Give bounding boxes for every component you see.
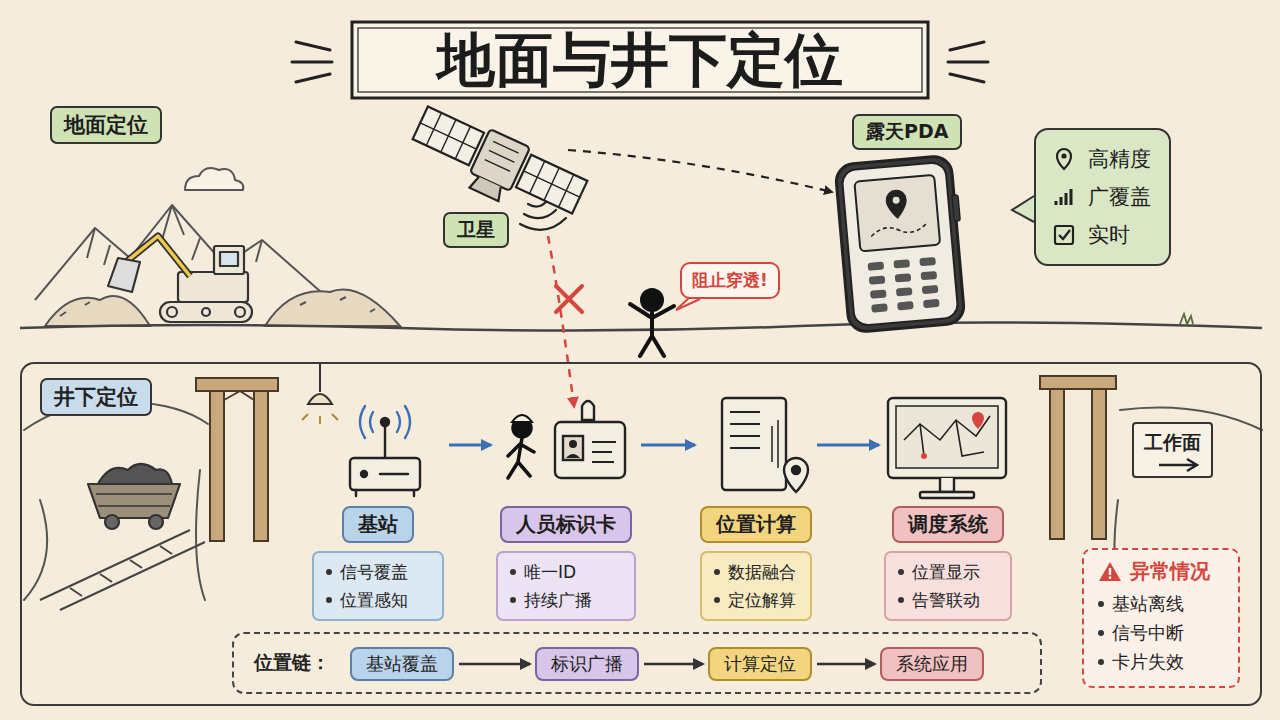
bullet-box: 信号覆盖位置感知: [312, 551, 444, 621]
sign-text: 工作面: [1144, 430, 1201, 456]
chain-pill: 基站覆盖: [350, 647, 454, 681]
bullet-row: 信号中断: [1098, 618, 1224, 647]
chain-label: 位置链：: [254, 650, 330, 676]
label-tag: 露天PDA: [852, 114, 962, 150]
bullet-text: 信号覆盖: [340, 558, 408, 586]
flow-arrow: [449, 444, 491, 447]
bullet-text: 唯一ID: [524, 558, 576, 586]
bullet-box: 数据融合定位解算: [700, 551, 812, 621]
pin-dot: [1061, 153, 1066, 158]
warn-icon: [1098, 560, 1122, 584]
callout-text: 广覆盖: [1088, 178, 1151, 216]
bullet-dot: [1098, 659, 1104, 665]
arrow-shape: [1159, 459, 1197, 471]
bullet-text: 位置感知: [340, 586, 408, 614]
bullet-row: 数据融合: [714, 558, 798, 586]
bullet-row: 唯一ID: [510, 558, 622, 586]
alert-heading-row: 异常情况: [1098, 558, 1224, 585]
bullet-text: 定位解算: [728, 586, 796, 614]
process-column: 调度系统位置显示告警联动: [884, 400, 1012, 621]
bullet-dot: [714, 597, 720, 603]
pill-text: 系统应用: [896, 653, 968, 674]
alert-heading: 异常情况: [1130, 558, 1210, 585]
pin-icon: [1052, 147, 1076, 171]
direction-sign: 工作面: [1132, 422, 1213, 478]
chain-pill: 标识广播: [535, 647, 639, 681]
process-column: 位置计算数据融合定位解算: [700, 400, 812, 621]
column-heading: 基站: [342, 506, 414, 543]
bars-icon: [1052, 185, 1076, 209]
chain-pill: 系统应用: [880, 647, 984, 681]
diagram-title: 地面与井下定位: [0, 24, 1280, 96]
panel-heading: 井下定位: [40, 378, 152, 416]
bullet-row: 定位解算: [714, 586, 798, 614]
alert-box: 异常情况基站离线信号中断卡片失效: [1082, 548, 1240, 688]
warn-triangle: [1099, 562, 1121, 581]
bullet-dot: [898, 597, 904, 603]
chain-box: 位置链： 基站覆盖 标识广播 计算定位 系统应用: [232, 632, 1042, 694]
column-heading: 调度系统: [892, 506, 1004, 543]
bullet-dot: [714, 569, 720, 575]
tag-text: 卫星: [457, 218, 495, 240]
callout-row: 实时: [1052, 216, 1151, 254]
callout-row: 广覆盖: [1052, 178, 1151, 216]
callout-text: 实时: [1088, 216, 1130, 254]
bullet-row: 卡片失效: [1098, 647, 1224, 676]
check-icon: [1052, 223, 1076, 247]
bullet-row: 信号覆盖: [326, 558, 430, 586]
bullet-text: 基站离线: [1112, 589, 1184, 618]
check-box: [1055, 226, 1073, 244]
bullet-dot: [326, 597, 332, 603]
bullet-text: 告警联动: [912, 586, 980, 614]
label-tag: 卫星: [443, 212, 509, 248]
flow-arrow: [817, 663, 875, 665]
bullet-text: 位置显示: [912, 558, 980, 586]
bullet-row: 位置感知: [326, 586, 430, 614]
bullet-row: 基站离线: [1098, 589, 1224, 618]
tag-text: 地面定位: [64, 113, 148, 137]
callout-text: 高精度: [1088, 140, 1151, 178]
pill-text: 基站覆盖: [366, 653, 438, 674]
bullet-dot: [898, 569, 904, 575]
pin-shape: [1057, 149, 1071, 169]
bullet-box: 位置显示告警联动: [884, 551, 1012, 621]
bullet-text: 信号中断: [1112, 618, 1184, 647]
flow-arrow: [817, 444, 879, 447]
warn-bar: [1109, 568, 1111, 575]
bullet-text: 持续广播: [524, 586, 592, 614]
bullet-dot: [326, 569, 332, 575]
flow-arrow: [459, 663, 530, 665]
process-column: 基站信号覆盖位置感知: [312, 400, 444, 621]
flow-arrow: [644, 663, 703, 665]
pill-text: 标识广播: [551, 653, 623, 674]
column-heading: 位置计算: [700, 506, 812, 543]
bullet-dot: [1098, 601, 1104, 607]
bubble-text: 阻止穿透!: [692, 270, 768, 290]
check-mark: [1059, 230, 1070, 239]
process-column: 人员标识卡唯一ID持续广播: [496, 400, 636, 621]
chain-pill: 计算定位: [708, 647, 812, 681]
bullet-box: 唯一ID持续广播: [496, 551, 636, 621]
bars-shape: [1056, 189, 1071, 205]
flow-arrow: [641, 444, 695, 447]
bullet-dot: [510, 597, 516, 603]
bullet-dot: [1098, 630, 1104, 636]
feature-callout: 高精度广覆盖实时: [1034, 128, 1171, 266]
label-tag: 地面定位: [50, 106, 162, 144]
bullet-row: 告警联动: [898, 586, 998, 614]
warn-dot: [1109, 576, 1111, 578]
bullet-row: 位置显示: [898, 558, 998, 586]
bullet-text: 卡片失效: [1112, 647, 1184, 676]
speech-bubble: 阻止穿透!: [680, 262, 780, 299]
callout-row: 高精度: [1052, 140, 1151, 178]
bullet-row: 持续广播: [510, 586, 622, 614]
bullet-text: 数据融合: [728, 558, 796, 586]
pill-text: 计算定位: [724, 653, 796, 674]
underground-panel: 井下定位基站信号覆盖位置感知人员标识卡唯一ID持续广播位置计算数据融合定位解算调…: [20, 362, 1262, 706]
bullet-dot: [510, 569, 516, 575]
tag-text: 露天PDA: [866, 120, 948, 142]
arrow-icon: [1157, 456, 1201, 474]
column-heading: 人员标识卡: [500, 506, 632, 543]
